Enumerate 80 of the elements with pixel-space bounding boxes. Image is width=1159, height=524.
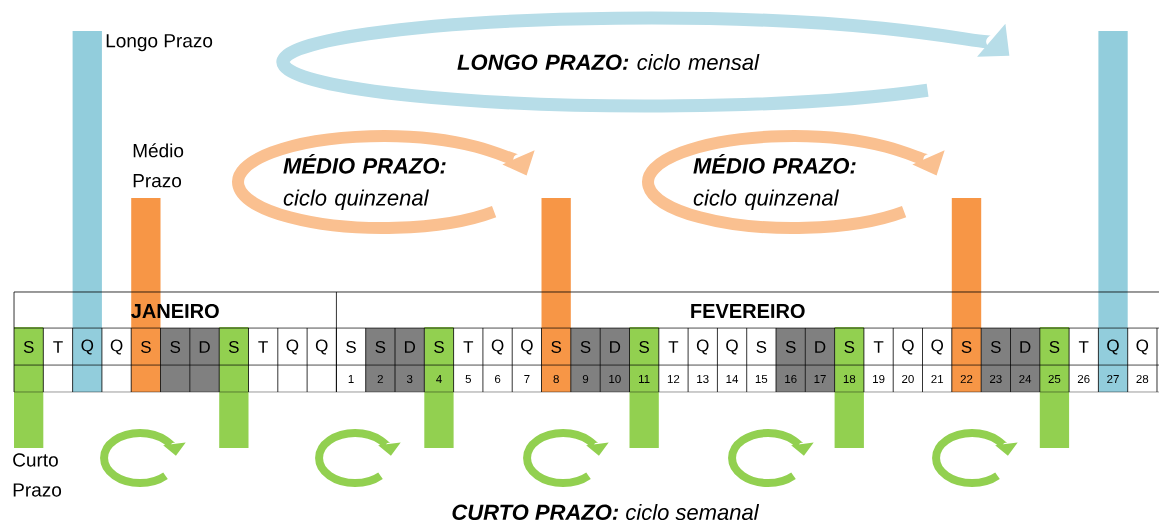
- cycle-arrow: [932, 429, 1018, 487]
- day-letter: S: [346, 340, 356, 353]
- day-letter: Q: [521, 339, 533, 355]
- row-label: Curto Prazo: [13, 453, 62, 497]
- day-number: 24: [1019, 375, 1032, 383]
- day-letter: T: [258, 341, 268, 353]
- day-letter: Q: [286, 339, 299, 355]
- day-letter: Q: [1136, 339, 1149, 355]
- day-number: 4: [436, 375, 442, 383]
- day-letter: T: [873, 341, 884, 353]
- day-number: 28: [1136, 374, 1149, 384]
- cycle-arrow: [728, 429, 814, 487]
- cycle-arrow: [100, 429, 186, 487]
- day-number: 2: [377, 375, 383, 383]
- day-letter: Q: [902, 339, 914, 355]
- day-number: 14: [726, 375, 739, 383]
- day-letter: S: [639, 340, 649, 353]
- caption: CURTO PRAZO: ciclo semanal: [452, 503, 760, 521]
- day-letter: S: [990, 340, 1001, 353]
- day-number: 15: [755, 375, 768, 383]
- day-letter: Q: [81, 339, 94, 355]
- day-letter: D: [199, 341, 210, 353]
- day-letter: S: [961, 340, 972, 353]
- day-number: 3: [406, 374, 413, 384]
- row-label: Médio Prazo: [133, 143, 184, 188]
- day-letter: S: [228, 340, 239, 353]
- day-number: 19: [873, 374, 885, 384]
- day-number: 9: [582, 374, 589, 384]
- day-letter: S: [785, 340, 796, 353]
- day-letter: Q: [696, 339, 709, 355]
- day-letter: S: [141, 340, 151, 353]
- day-number: 23: [990, 374, 1002, 384]
- day-letter: S: [170, 340, 181, 353]
- day-number: 1: [348, 375, 354, 383]
- day-letter: S: [1049, 340, 1060, 353]
- day-letter: Q: [1107, 339, 1119, 355]
- day-letter: D: [1020, 341, 1031, 353]
- day-number: 13: [697, 374, 709, 384]
- day-letter: Q: [110, 339, 123, 355]
- day-letter: Q: [315, 339, 328, 355]
- day-number: 5: [465, 375, 471, 383]
- day-letter: S: [434, 340, 444, 353]
- day-letter: S: [551, 340, 562, 353]
- day-number: 11: [639, 375, 650, 383]
- day-letter: S: [756, 340, 767, 353]
- day-letter: D: [404, 341, 416, 353]
- day-letter: T: [668, 341, 679, 353]
- day-letter: S: [23, 340, 34, 353]
- day-number: 25: [1048, 374, 1061, 384]
- day-number: 18: [843, 374, 856, 384]
- cycle-arrow: [315, 429, 401, 487]
- day-number: 12: [667, 375, 680, 383]
- node-label: MÉDIO PRAZO: ciclo quinzenal: [693, 153, 856, 210]
- day-number: 17: [814, 375, 826, 383]
- day-letter: S: [580, 340, 591, 353]
- day-letter: Q: [726, 339, 738, 355]
- node-label: LONGO PRAZO: ciclo mensal: [457, 53, 760, 71]
- day-letter: T: [463, 341, 474, 353]
- day-number: 22: [960, 375, 973, 383]
- day-number: 8: [553, 374, 559, 384]
- day-number: 6: [495, 374, 501, 384]
- day-letter: S: [375, 340, 386, 353]
- day-letter: T: [53, 341, 63, 353]
- day-letter: D: [610, 341, 621, 353]
- cycle-arrow: [523, 429, 609, 487]
- day-letter: Q: [931, 339, 943, 355]
- day-letter: Q: [491, 339, 504, 355]
- day-letter: T: [1078, 341, 1089, 353]
- day-number: 27: [1107, 375, 1119, 383]
- day-number: 10: [609, 374, 621, 384]
- day-number: 7: [524, 375, 530, 383]
- day-letter: S: [844, 340, 855, 353]
- day-number: 26: [1077, 374, 1090, 384]
- row-label: Longo Prazo: [106, 34, 213, 52]
- day-number: 20: [902, 374, 914, 384]
- month-label: FEVEREIRO: [691, 303, 805, 319]
- day-number: 16: [785, 374, 797, 384]
- day-number: 21: [931, 375, 944, 383]
- day-letter: D: [815, 341, 826, 353]
- node-label: MÉDIO PRAZO: ciclo quinzenal: [283, 153, 446, 210]
